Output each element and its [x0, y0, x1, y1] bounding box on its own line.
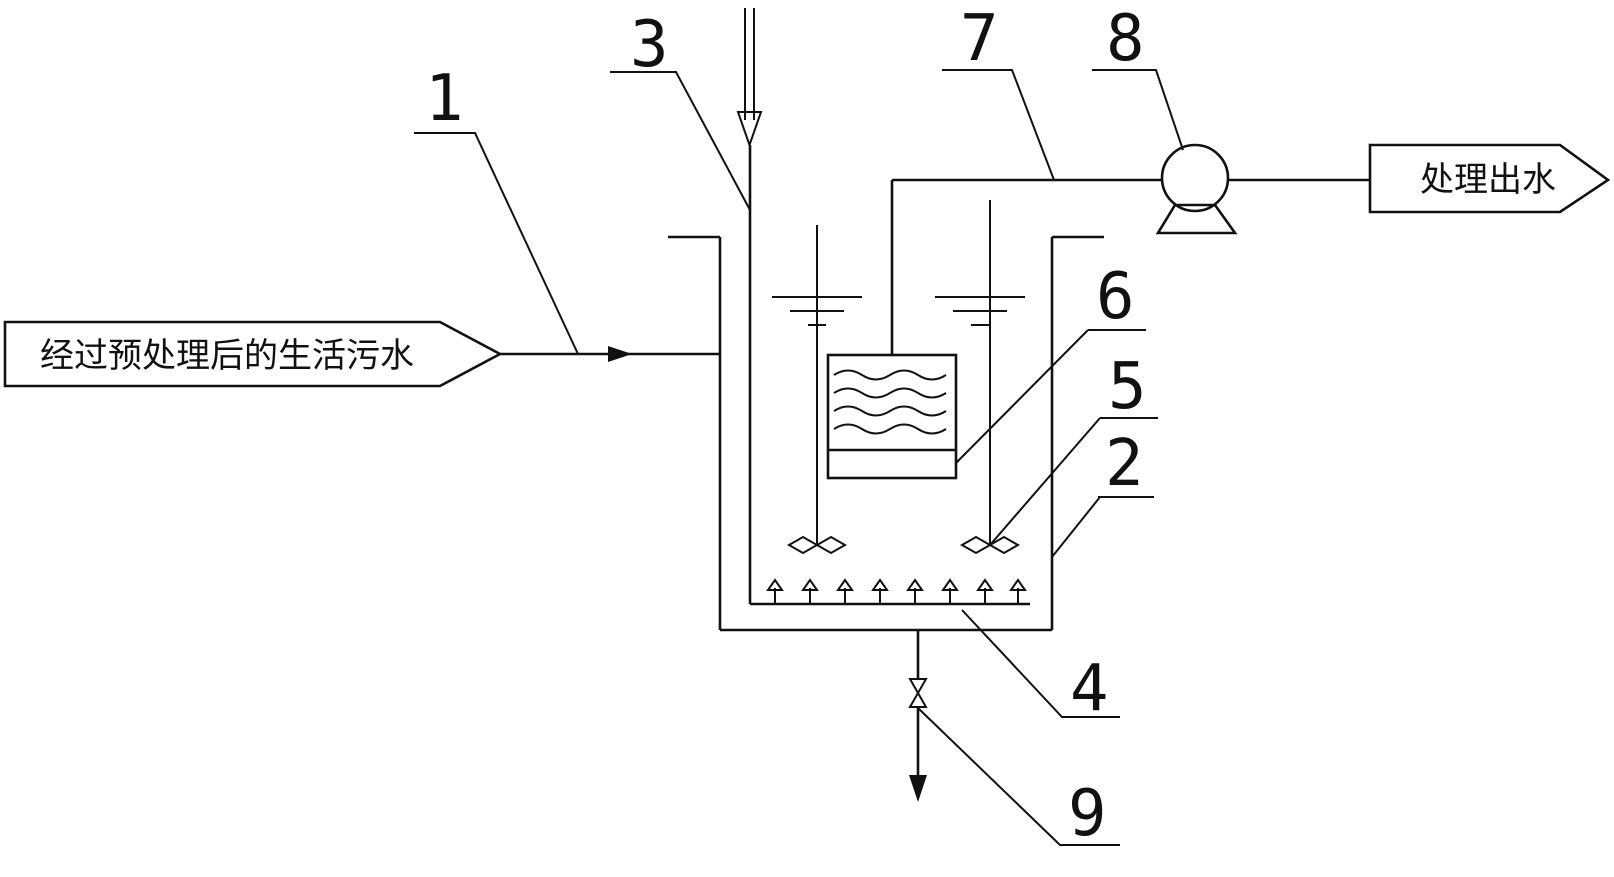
callout-4: 4: [1070, 652, 1109, 726]
callout-3: 3: [630, 8, 669, 82]
callout-1: 1: [425, 62, 464, 136]
callout-5: 5: [1108, 350, 1147, 424]
outlet-label: 处理出水: [1420, 160, 1556, 200]
water-level-marker-right: [935, 296, 1025, 326]
inlet-pipe: [500, 346, 720, 362]
callout-9: 9: [1068, 777, 1107, 851]
reactor-tank: [668, 235, 1104, 632]
flow-arrow-icon: [608, 346, 632, 362]
drain-arrow-icon: [909, 775, 927, 802]
stirrer-right: [959, 200, 1021, 555]
aerator-row: [766, 578, 1027, 604]
drain-pipe: [908, 630, 928, 802]
stirrer-left: [786, 225, 848, 555]
inlet-label: 经过预处理后的生活污水: [40, 336, 414, 376]
inlet-label-box: 经过预处理后的生活污水: [3, 320, 503, 388]
leader-lines: [414, 69, 1184, 846]
callout-6: 6: [1096, 260, 1135, 334]
outlet-label-box: 处理出水: [1368, 143, 1611, 214]
pump-icon: [1155, 143, 1238, 235]
effluent-pipe: [890, 178, 1370, 355]
membrane-module: [826, 353, 958, 480]
air-supply-pipe: [736, 8, 1030, 606]
callout-2: 2: [1105, 427, 1144, 501]
callout-7: 7: [960, 2, 999, 76]
callout-8: 8: [1106, 2, 1145, 76]
